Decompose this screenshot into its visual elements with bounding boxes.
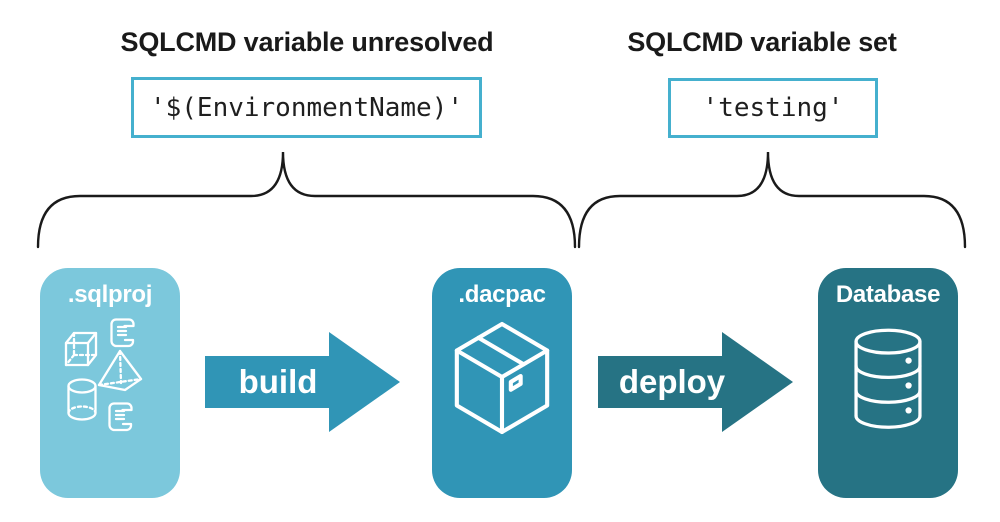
build-arrow-label: build [239, 363, 318, 400]
heading-sqlcmd-unresolved: SQLCMD variable unresolved [120, 27, 494, 57]
left-curly-brace [36, 151, 577, 249]
pyramid-icon [97, 349, 143, 392]
database-dots [905, 357, 912, 414]
package-outline [454, 321, 550, 435]
heading-sqlcmd-set: SQLCMD variable set [627, 27, 897, 57]
code-value-set: 'testing' [702, 93, 844, 123]
stage-sqlproj-label: .sqlproj [67, 281, 153, 308]
right-curly-brace [577, 151, 967, 249]
cylinder-icon [67, 378, 97, 421]
deploy-arrow: deploy [598, 332, 793, 432]
deploy-arrow-label: deploy [619, 363, 726, 400]
stage-database-label: Database [835, 281, 941, 308]
cube-icon [64, 331, 98, 367]
stage-dacpac-label: .dacpac [458, 281, 546, 308]
sql-project-objects-icon [64, 318, 143, 432]
package-box-icon [454, 321, 550, 435]
database-outline [854, 328, 922, 429]
scroll-icon [110, 318, 135, 348]
stage-dacpac: .dacpac [432, 268, 572, 498]
database-cylinder-icon [854, 328, 922, 429]
scroll-icon [108, 402, 133, 432]
stage-sqlproj: .sqlproj [40, 268, 180, 498]
stage-database: Database [818, 268, 958, 498]
build-arrow-shape [205, 332, 400, 432]
deploy-arrow-shape [598, 332, 793, 432]
build-arrow: build [205, 332, 400, 432]
code-box-set: 'testing' [668, 78, 878, 138]
code-value-unresolved: '$(EnvironmentName)' [149, 92, 464, 123]
code-box-unresolved: '$(EnvironmentName)' [131, 77, 482, 138]
